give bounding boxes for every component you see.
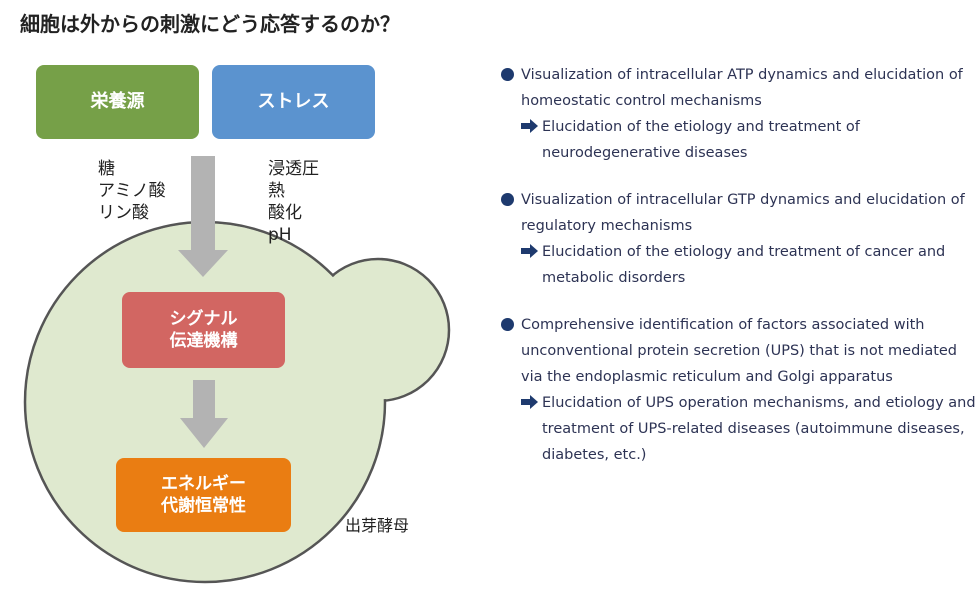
bullet-subtext: Elucidation of the etiology and treatmen… — [542, 244, 946, 286]
bullet-subitem: Elucidation of UPS operation mechanisms,… — [521, 390, 978, 468]
yeast-cell-diagram — [23, 156, 451, 584]
energy-box-line2: 代謝恒常性 — [161, 496, 246, 516]
energy-box-line1: エネルギー — [161, 473, 246, 494]
nutrient-list: 糖 アミノ酸 リン酸 — [98, 158, 166, 224]
down-arrow-input — [178, 156, 228, 277]
bullet-subitem: Elucidation of the etiology and treatmen… — [521, 114, 978, 166]
yeast-label: 出芽酵母 — [345, 516, 410, 535]
bullet-item: Comprehensive identification of factors … — [500, 312, 978, 468]
bullet-subtext: Elucidation of the etiology and treatmen… — [542, 119, 860, 161]
right-arrow-icon — [521, 244, 538, 258]
stress-item: 浸透圧 — [268, 159, 319, 179]
nutrient-item: アミノ酸 — [98, 181, 166, 201]
nutrient-box: 栄養源 — [36, 65, 199, 139]
right-arrow-icon — [521, 119, 538, 133]
signal-box-line1: シグナル — [169, 308, 238, 329]
research-bullets: Visualization of intracellular ATP dynam… — [500, 62, 978, 489]
nutrient-item: リン酸 — [98, 203, 149, 223]
stress-list: 浸透圧 熱 酸化 pH — [268, 158, 319, 246]
page-title: 細胞は外からの刺激にどう応答するのか？ — [20, 12, 400, 36]
bullet-text: Visualization of intracellular ATP dynam… — [521, 67, 963, 109]
bullet-dot-icon — [501, 193, 514, 206]
nutrient-box-label: 栄養源 — [90, 91, 145, 113]
nutrient-item: 糖 — [98, 159, 115, 179]
stress-item: pH — [268, 225, 292, 245]
down-arrow-output — [180, 380, 228, 448]
signal-box-line2: 伝達機構 — [169, 331, 238, 351]
stress-box-label: ストレス — [257, 91, 330, 113]
stress-box: ストレス — [212, 65, 375, 139]
bullet-subtext: Elucidation of UPS operation mechanisms,… — [542, 395, 976, 463]
bullet-text: Comprehensive identification of factors … — [521, 317, 958, 385]
bullet-dot-icon — [501, 68, 514, 81]
energy-homeostasis-box: エネルギー 代謝恒常性 — [116, 458, 291, 532]
bullet-dot-icon — [501, 318, 514, 331]
bullet-item: Visualization of intracellular GTP dynam… — [500, 187, 978, 291]
bullet-subitem: Elucidation of the etiology and treatmen… — [521, 239, 978, 291]
stress-item: 熱 — [268, 181, 285, 201]
right-arrow-icon — [521, 395, 538, 409]
bullet-item: Visualization of intracellular ATP dynam… — [500, 62, 978, 166]
stress-item: 酸化 — [268, 203, 302, 223]
signal-transduction-box: シグナル 伝達機構 — [122, 292, 285, 368]
bullet-text: Visualization of intracellular GTP dynam… — [521, 192, 965, 234]
